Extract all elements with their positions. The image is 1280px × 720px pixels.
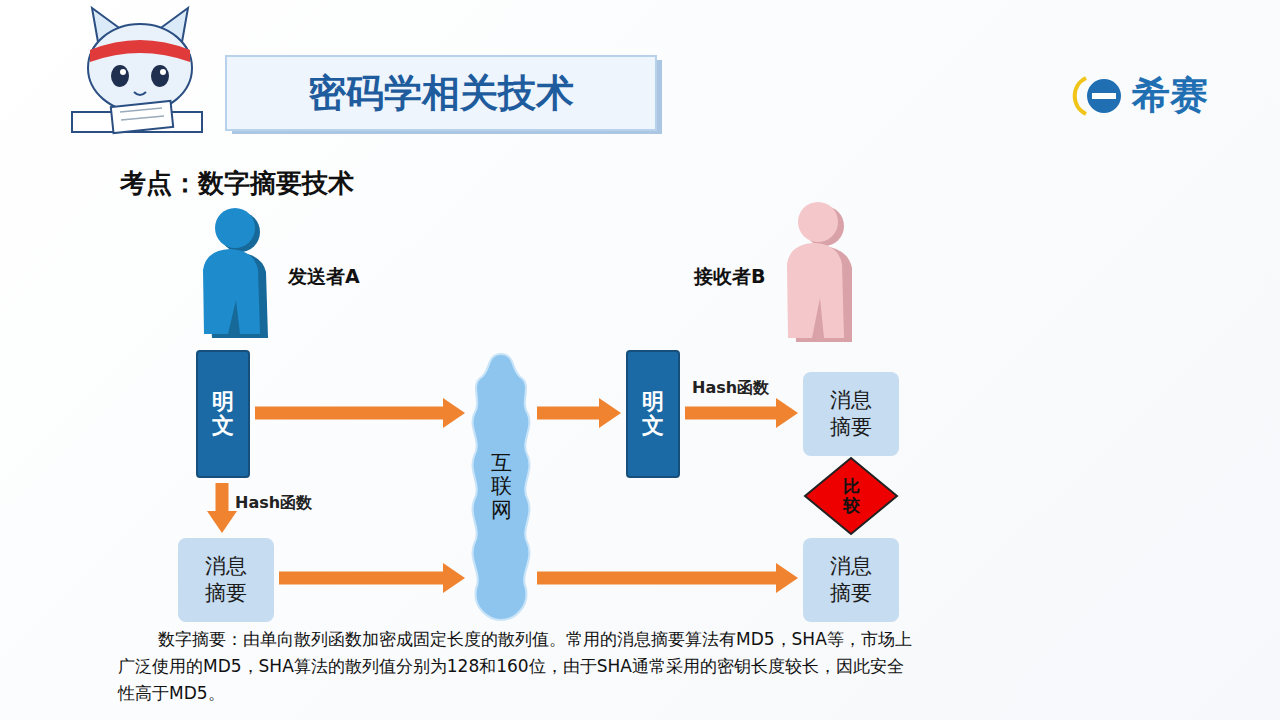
flow-arrow <box>255 398 465 428</box>
person-label: 发送者A <box>288 264 360 290</box>
arrow-shaft <box>685 407 778 420</box>
flow-arrow <box>537 563 798 593</box>
node-text: 比较 <box>843 477 860 514</box>
edge-label: Hash函数 <box>233 493 314 514</box>
node-text: 明文 <box>212 390 234 438</box>
arrow-head <box>776 398 798 428</box>
arrow-head <box>776 563 798 593</box>
receiver-figure <box>787 202 852 342</box>
flow-arrow <box>537 398 621 428</box>
edge-label: Hash函数 <box>690 378 771 399</box>
arrow-head <box>443 398 465 428</box>
flow-arrow <box>207 483 237 533</box>
node-text: 消息摘要 <box>829 387 873 442</box>
title-banner <box>226 56 656 130</box>
logo-text: 希赛 <box>1132 70 1208 121</box>
caption: 数字摘要：由单向散列函数加密成固定长度的散列值。常用的消息摘要算法有MD5，SH… <box>118 626 918 707</box>
flow-arrow <box>279 563 465 593</box>
digest-box: 消息摘要 <box>803 372 899 456</box>
node-text: 互联网 <box>491 452 512 521</box>
mascot <box>72 8 202 133</box>
page-title: 密码学相关技术 <box>226 56 656 130</box>
node-text: 明文 <box>642 390 664 438</box>
arrow-shaft <box>537 572 778 585</box>
arrow-shaft <box>255 407 445 420</box>
digest-box: 消息摘要 <box>803 538 899 622</box>
arrow-head <box>207 511 237 533</box>
subtitle: 考点：数字摘要技术 <box>120 166 354 201</box>
arrow-shaft <box>216 483 229 513</box>
node-text: 消息摘要 <box>829 553 873 608</box>
compare-diamond: 比较 <box>803 456 899 536</box>
arrow-head <box>443 563 465 593</box>
plaintext-box: 明文 <box>626 350 680 478</box>
person-label: 接收者B <box>694 264 765 290</box>
logo-icon <box>1075 78 1121 114</box>
arrow-shaft <box>537 407 601 420</box>
flow-arrow <box>685 398 798 428</box>
arrow-head <box>599 398 621 428</box>
plaintext-box: 明文 <box>196 350 250 478</box>
digest-box: 消息摘要 <box>178 538 274 622</box>
arrow-shaft <box>279 572 445 585</box>
node-text: 消息摘要 <box>204 553 248 608</box>
sender-figure <box>203 208 268 338</box>
internet-cloud: 互联网 <box>470 352 532 622</box>
